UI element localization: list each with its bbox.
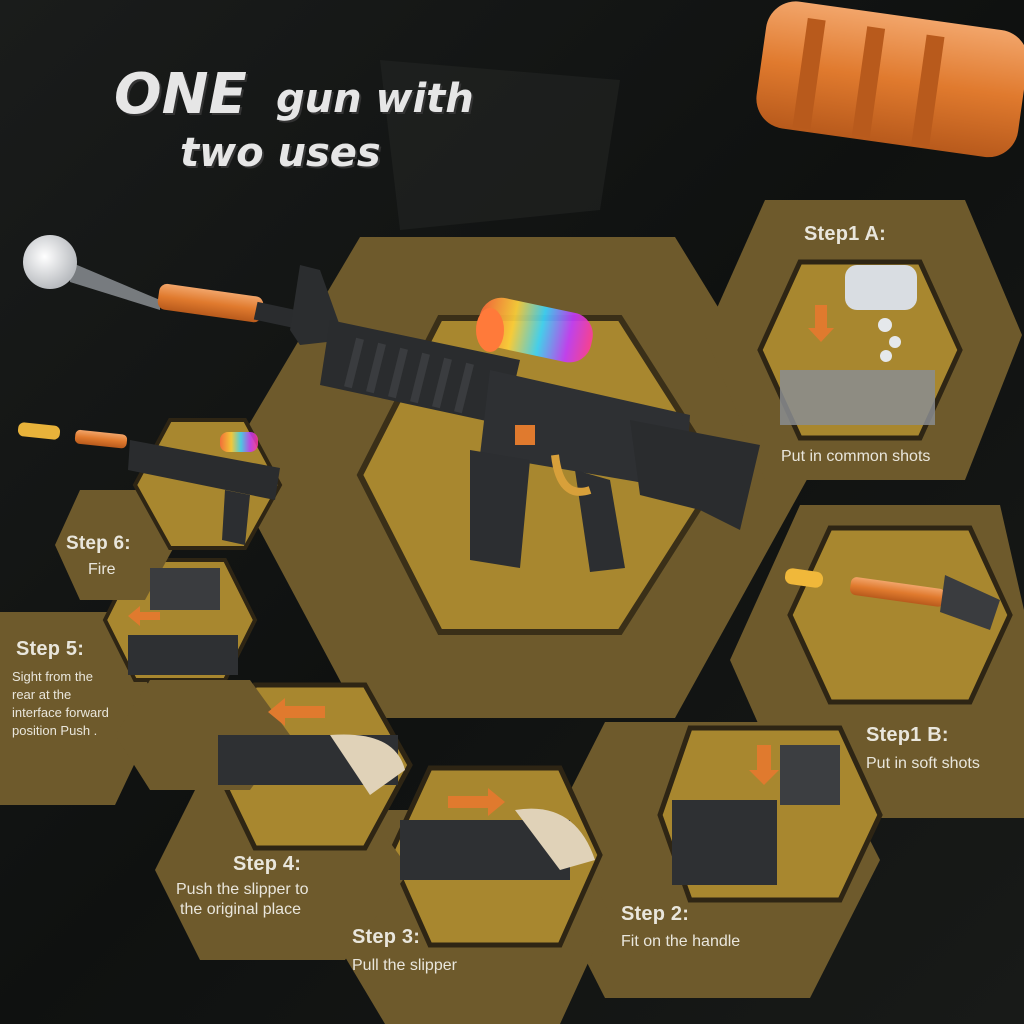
step1a-desc: Put in common shots (781, 448, 931, 465)
step2-desc: Fit on the handle (621, 933, 741, 950)
step4-title: Step 4: (233, 853, 302, 875)
scope-icon (476, 297, 593, 363)
step6-desc: Fire (88, 561, 116, 578)
shots-bag-icon (845, 265, 917, 362)
step5-desc-line2: rear at the (12, 687, 72, 702)
small-rifle-icon (17, 422, 280, 545)
headline-two-uses: two uses (180, 130, 381, 176)
rifle-icon (157, 265, 760, 572)
step1a-title: Step1 A: (804, 223, 886, 245)
headline-one: ONE (114, 62, 247, 127)
arrow-left-icon (128, 606, 160, 626)
step1b-desc: Put in soft shots (866, 755, 980, 772)
step3-title: Step 3: (352, 926, 421, 948)
headline-gun-with: gun with (276, 76, 474, 122)
arrow-down-icon (749, 745, 779, 785)
arrow-left-icon (268, 698, 325, 726)
step4-desc-line2: the original place (180, 901, 301, 918)
hand-icon (330, 734, 405, 795)
step5-title: Step 5: (16, 638, 85, 660)
arrow-right-icon (448, 788, 505, 816)
step5-desc-line1: Sight from the (12, 669, 93, 684)
ball-icon (23, 235, 160, 310)
step1b-title: Step1 B: (866, 724, 949, 746)
step3-desc: Pull the slipper (352, 957, 457, 974)
step2-title: Step 2: (621, 903, 690, 925)
step6-title: Step 6: (66, 533, 131, 554)
muzzle-icon (756, 1, 1024, 158)
step4-desc-line1: Push the slipper to (176, 881, 309, 898)
step5-desc-line3: interface forward (12, 705, 109, 720)
step5-desc-line4: position Push . (12, 723, 98, 738)
arrow-down-icon (808, 305, 834, 342)
hand-icon (515, 808, 595, 870)
